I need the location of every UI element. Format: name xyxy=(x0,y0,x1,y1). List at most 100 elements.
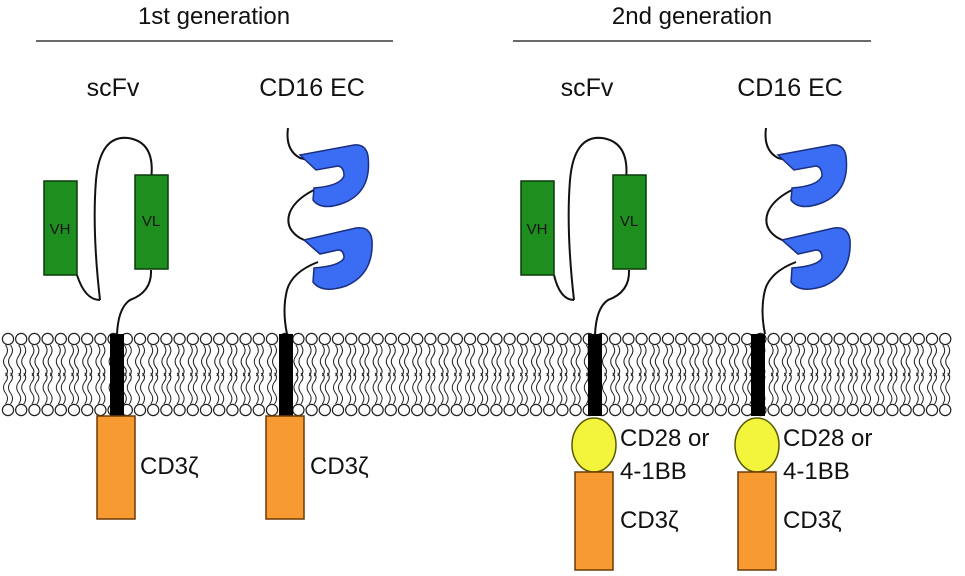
lipid-tail xyxy=(412,372,418,405)
lipid-tail xyxy=(219,372,225,405)
lipid-tail xyxy=(834,372,840,405)
gen2-cd16-domain-2 xyxy=(780,227,851,290)
lipid-tail xyxy=(161,372,167,405)
lipid-tail xyxy=(742,372,748,405)
lipid-head xyxy=(437,403,450,417)
lipid-tail xyxy=(549,372,555,405)
lipid-head xyxy=(820,403,833,417)
lipid-tail xyxy=(892,372,898,405)
gen2-scfv-stalk xyxy=(594,269,631,336)
lipid-tail xyxy=(126,344,132,377)
lipid-tail xyxy=(42,372,48,405)
lipid-head xyxy=(331,332,345,346)
lipid-tail xyxy=(496,344,502,377)
lipid-head xyxy=(371,332,384,346)
lipid-tail xyxy=(456,344,462,377)
lipid-tail xyxy=(187,344,193,377)
lipid-tail xyxy=(306,344,312,377)
lipid-tail xyxy=(800,372,805,405)
lipid-tail xyxy=(267,344,272,377)
gen2-scfv-construct: VH VL CD28 or 4-1BB CD3ζ xyxy=(520,136,709,571)
lipid-tail xyxy=(126,372,132,405)
lipid-tail xyxy=(16,372,22,405)
gen1-cd16-domain-2 xyxy=(302,227,373,290)
lipid-head xyxy=(239,403,252,417)
lipid-tail xyxy=(87,372,93,405)
lipid-tail xyxy=(491,344,497,377)
lipid-head xyxy=(529,403,543,417)
lipid-tail xyxy=(913,344,919,377)
lipid-head xyxy=(899,403,912,417)
lipid-tail xyxy=(272,372,277,405)
lipid-tail xyxy=(267,372,272,405)
lipid-tail xyxy=(668,344,673,377)
lipid-tail xyxy=(707,372,713,405)
lipid-tail xyxy=(557,372,563,405)
lipid-head xyxy=(292,403,305,417)
lipid-tail xyxy=(729,344,734,377)
lipid-tail xyxy=(465,344,470,377)
lipid-head xyxy=(54,332,68,346)
lipid-head xyxy=(622,403,635,417)
lipid-tail xyxy=(192,372,198,405)
lipid-tail xyxy=(372,344,378,377)
lipid-head xyxy=(345,332,358,346)
lipid-head xyxy=(490,332,503,346)
lipid-head xyxy=(146,403,160,417)
gen1-cd16-construct: CD3ζ xyxy=(265,127,373,520)
lipid-head xyxy=(199,403,213,417)
lipid-tail xyxy=(34,372,40,405)
lipid-head xyxy=(780,332,794,346)
gen1-scfv-construct: VH VL CD3ζ xyxy=(43,136,199,520)
lipid-tail xyxy=(60,344,66,377)
lipid-head xyxy=(397,332,411,346)
lipid-tail xyxy=(715,344,721,377)
gen2-vh-domain xyxy=(520,180,555,276)
lipid-tail xyxy=(839,372,845,405)
lipid-tail xyxy=(135,372,140,405)
lipid-head xyxy=(886,332,899,346)
lipid-head xyxy=(833,403,846,417)
lipid-tail xyxy=(918,372,924,405)
lipid-tail xyxy=(227,344,233,377)
lipid-head xyxy=(292,332,305,346)
lipid-tail xyxy=(351,372,357,405)
lipid-tail xyxy=(470,344,475,377)
lipid-tail xyxy=(781,372,787,405)
lipid-tail xyxy=(55,344,61,377)
lipid-tail xyxy=(174,344,180,377)
gen2-cd16-domain-1 xyxy=(776,144,848,208)
lipid-head xyxy=(305,332,318,346)
gen1-scfv-stalk xyxy=(116,269,153,336)
lipid-head xyxy=(331,403,345,417)
lipid-tail xyxy=(258,372,264,405)
lipid-tail xyxy=(681,344,687,377)
gen2-scfv-linker xyxy=(567,136,628,301)
gen2-cd16-cd3z-label: CD3ζ xyxy=(783,507,842,534)
gen1-scfv-cd3z-label: CD3ζ xyxy=(140,453,199,480)
gen2-scfv-costim-label-2: 4-1BB xyxy=(620,458,687,485)
lipid-head xyxy=(212,332,226,346)
lipid-tail xyxy=(219,344,225,377)
gen1-vl-label: VL xyxy=(142,213,160,230)
lipid-tail xyxy=(795,372,800,405)
lipid-tail xyxy=(628,372,634,405)
lipid-tail xyxy=(451,372,457,405)
lipid-tail xyxy=(734,372,739,405)
lipid-head xyxy=(873,332,886,346)
lipid-tail xyxy=(319,372,325,405)
gen2-scfv-cd3z-domain xyxy=(574,471,614,571)
lipid-head xyxy=(67,332,81,346)
lipid-tail xyxy=(187,372,193,405)
lipid-tail xyxy=(417,372,423,405)
lipid-head xyxy=(424,403,437,417)
lipid-head xyxy=(173,332,186,346)
lipid-head xyxy=(793,403,807,417)
lipid-tail xyxy=(166,372,172,405)
lipid-tail xyxy=(206,344,211,377)
lipid-tail xyxy=(69,344,74,377)
lipid-tail xyxy=(95,344,101,377)
lipid-head xyxy=(925,403,939,417)
lipid-tail xyxy=(689,344,695,377)
lipid-tail xyxy=(69,372,74,405)
